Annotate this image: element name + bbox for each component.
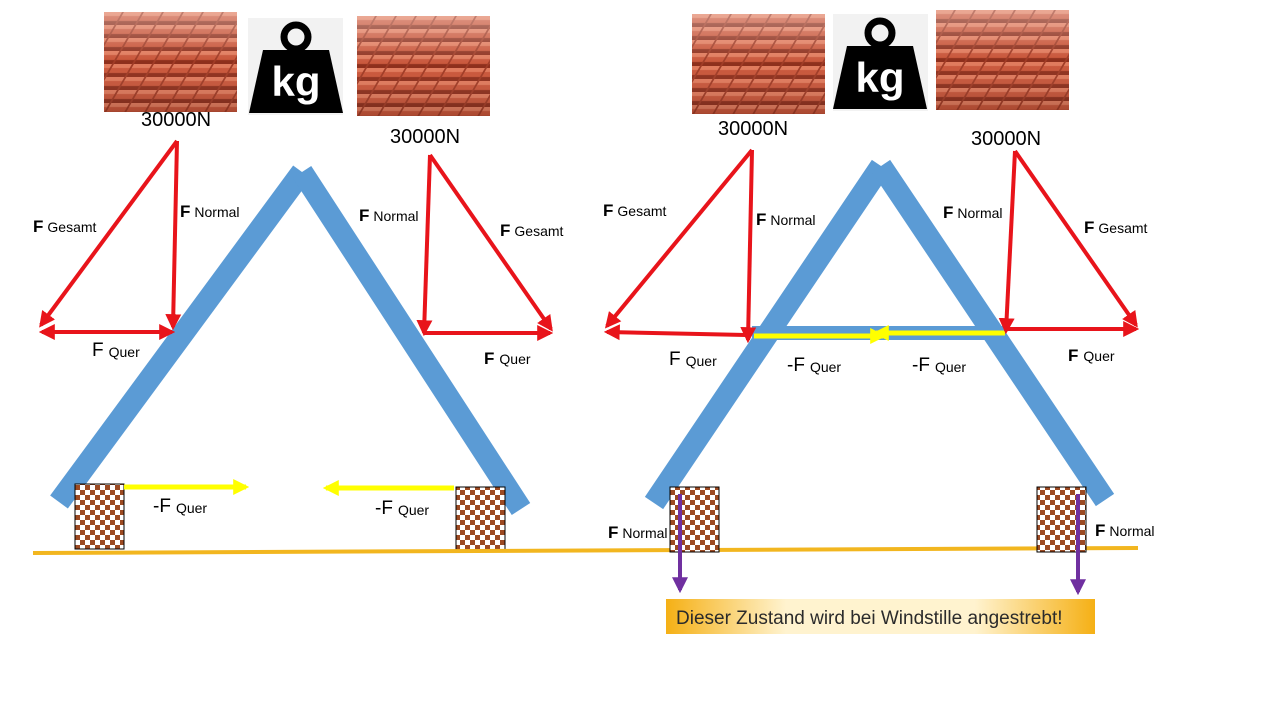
load-label-left: 30000N — [141, 109, 211, 131]
load-label-right: 30000N — [390, 126, 460, 148]
arrow-f-gesamt — [604, 148, 754, 329]
load-label-left: 30000N — [718, 118, 788, 140]
arrow-f-normal — [416, 154, 433, 337]
ground-line — [32, 546, 1139, 555]
roof-beam-left — [50, 165, 311, 509]
arrow-f-gesamt — [1013, 149, 1138, 328]
arrow-f-normal — [165, 140, 182, 331]
arrow-f-quer — [603, 324, 747, 341]
windstille-banner: Dieser Zustand wird bei Windstille anges… — [666, 599, 1095, 634]
roof-tiles-image-right-2 — [936, 10, 1069, 110]
weight-label: kg — [271, 58, 320, 105]
arrow-f-gesamt — [428, 153, 553, 332]
roof-tiles-image-right-1 — [692, 14, 825, 114]
arrow-f-normal — [740, 149, 757, 344]
support-block-right — [455, 486, 506, 553]
arrow-f-normal — [998, 150, 1017, 335]
load-label-right: 30000N — [971, 128, 1041, 150]
roof-beam-right — [292, 166, 531, 515]
support-block-left — [669, 486, 720, 553]
roof-tiles-image-left-1 — [104, 12, 237, 112]
banner-text: Dieser Zustand wird bei Windstille anges… — [676, 608, 1063, 629]
arrow-f-gesamt — [39, 139, 179, 328]
roof-tiles-image-left-2 — [357, 16, 490, 116]
weight-kg-icon: kg — [833, 14, 928, 111]
support-block-left — [74, 483, 125, 550]
weight-label: kg — [855, 54, 904, 101]
weight-kg-icon: kg — [248, 18, 343, 115]
